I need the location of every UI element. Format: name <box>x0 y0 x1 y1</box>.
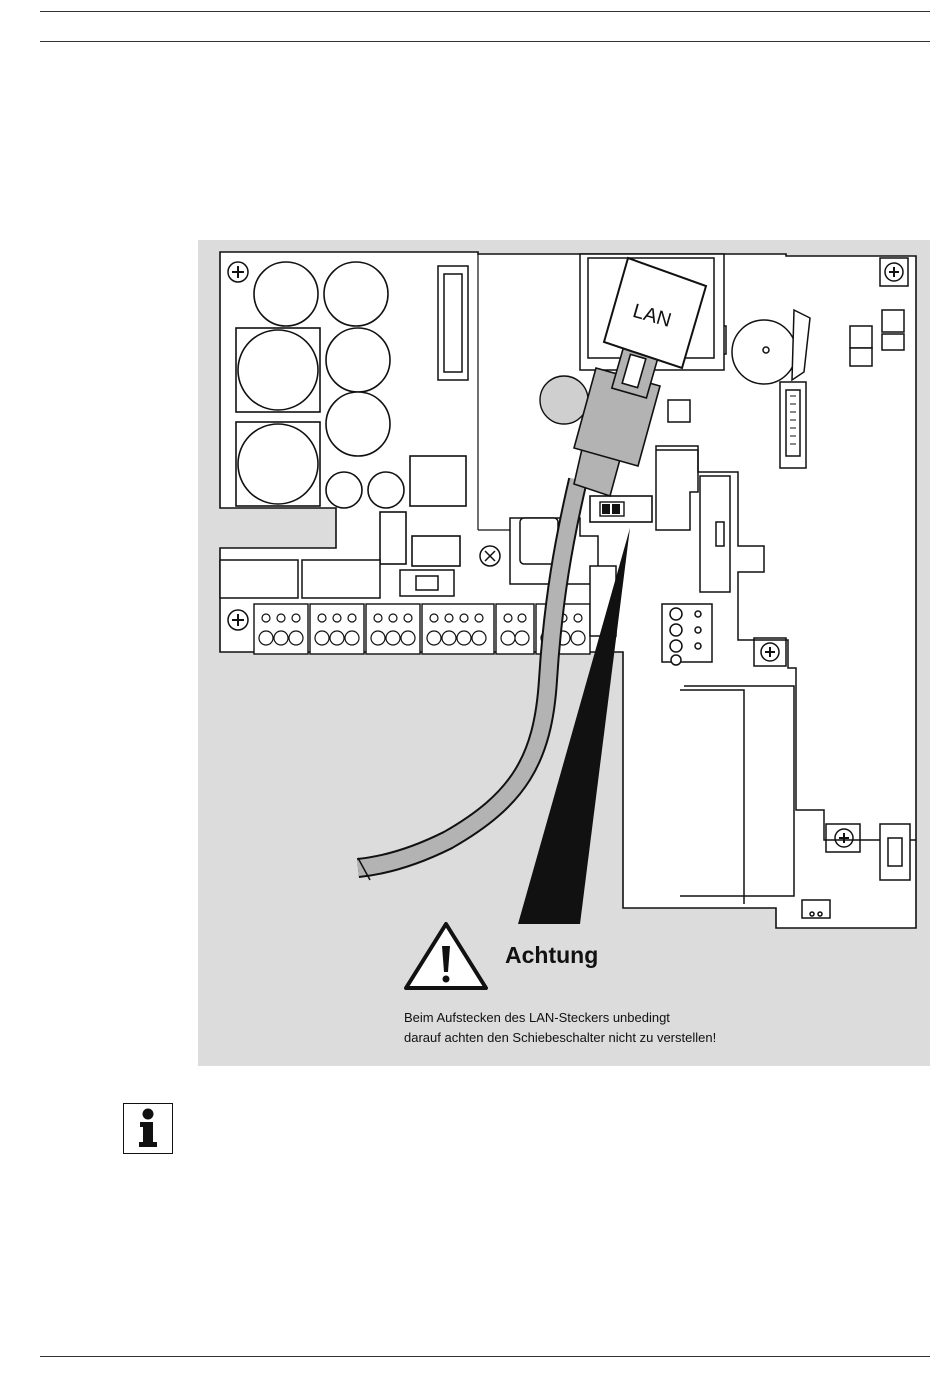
warning-line-2: darauf achten den Schiebeschalter nicht … <box>404 1030 716 1045</box>
info-icon <box>123 1103 173 1154</box>
terminal-strip <box>254 604 590 654</box>
pin-header <box>438 266 468 380</box>
header-rule-top <box>40 11 930 12</box>
lan-connection-figure: LAN Achtung Beim Aufstecken des LAN-Stec… <box>198 240 930 1066</box>
slide-switch <box>590 496 652 522</box>
warning-title: Achtung <box>505 942 598 968</box>
header-rule-bottom <box>40 41 930 42</box>
warning-line-1: Beim Aufstecken des LAN-Steckers unbedin… <box>404 1010 670 1025</box>
info-glyph <box>124 1104 171 1152</box>
footer-rule <box>40 1356 930 1357</box>
